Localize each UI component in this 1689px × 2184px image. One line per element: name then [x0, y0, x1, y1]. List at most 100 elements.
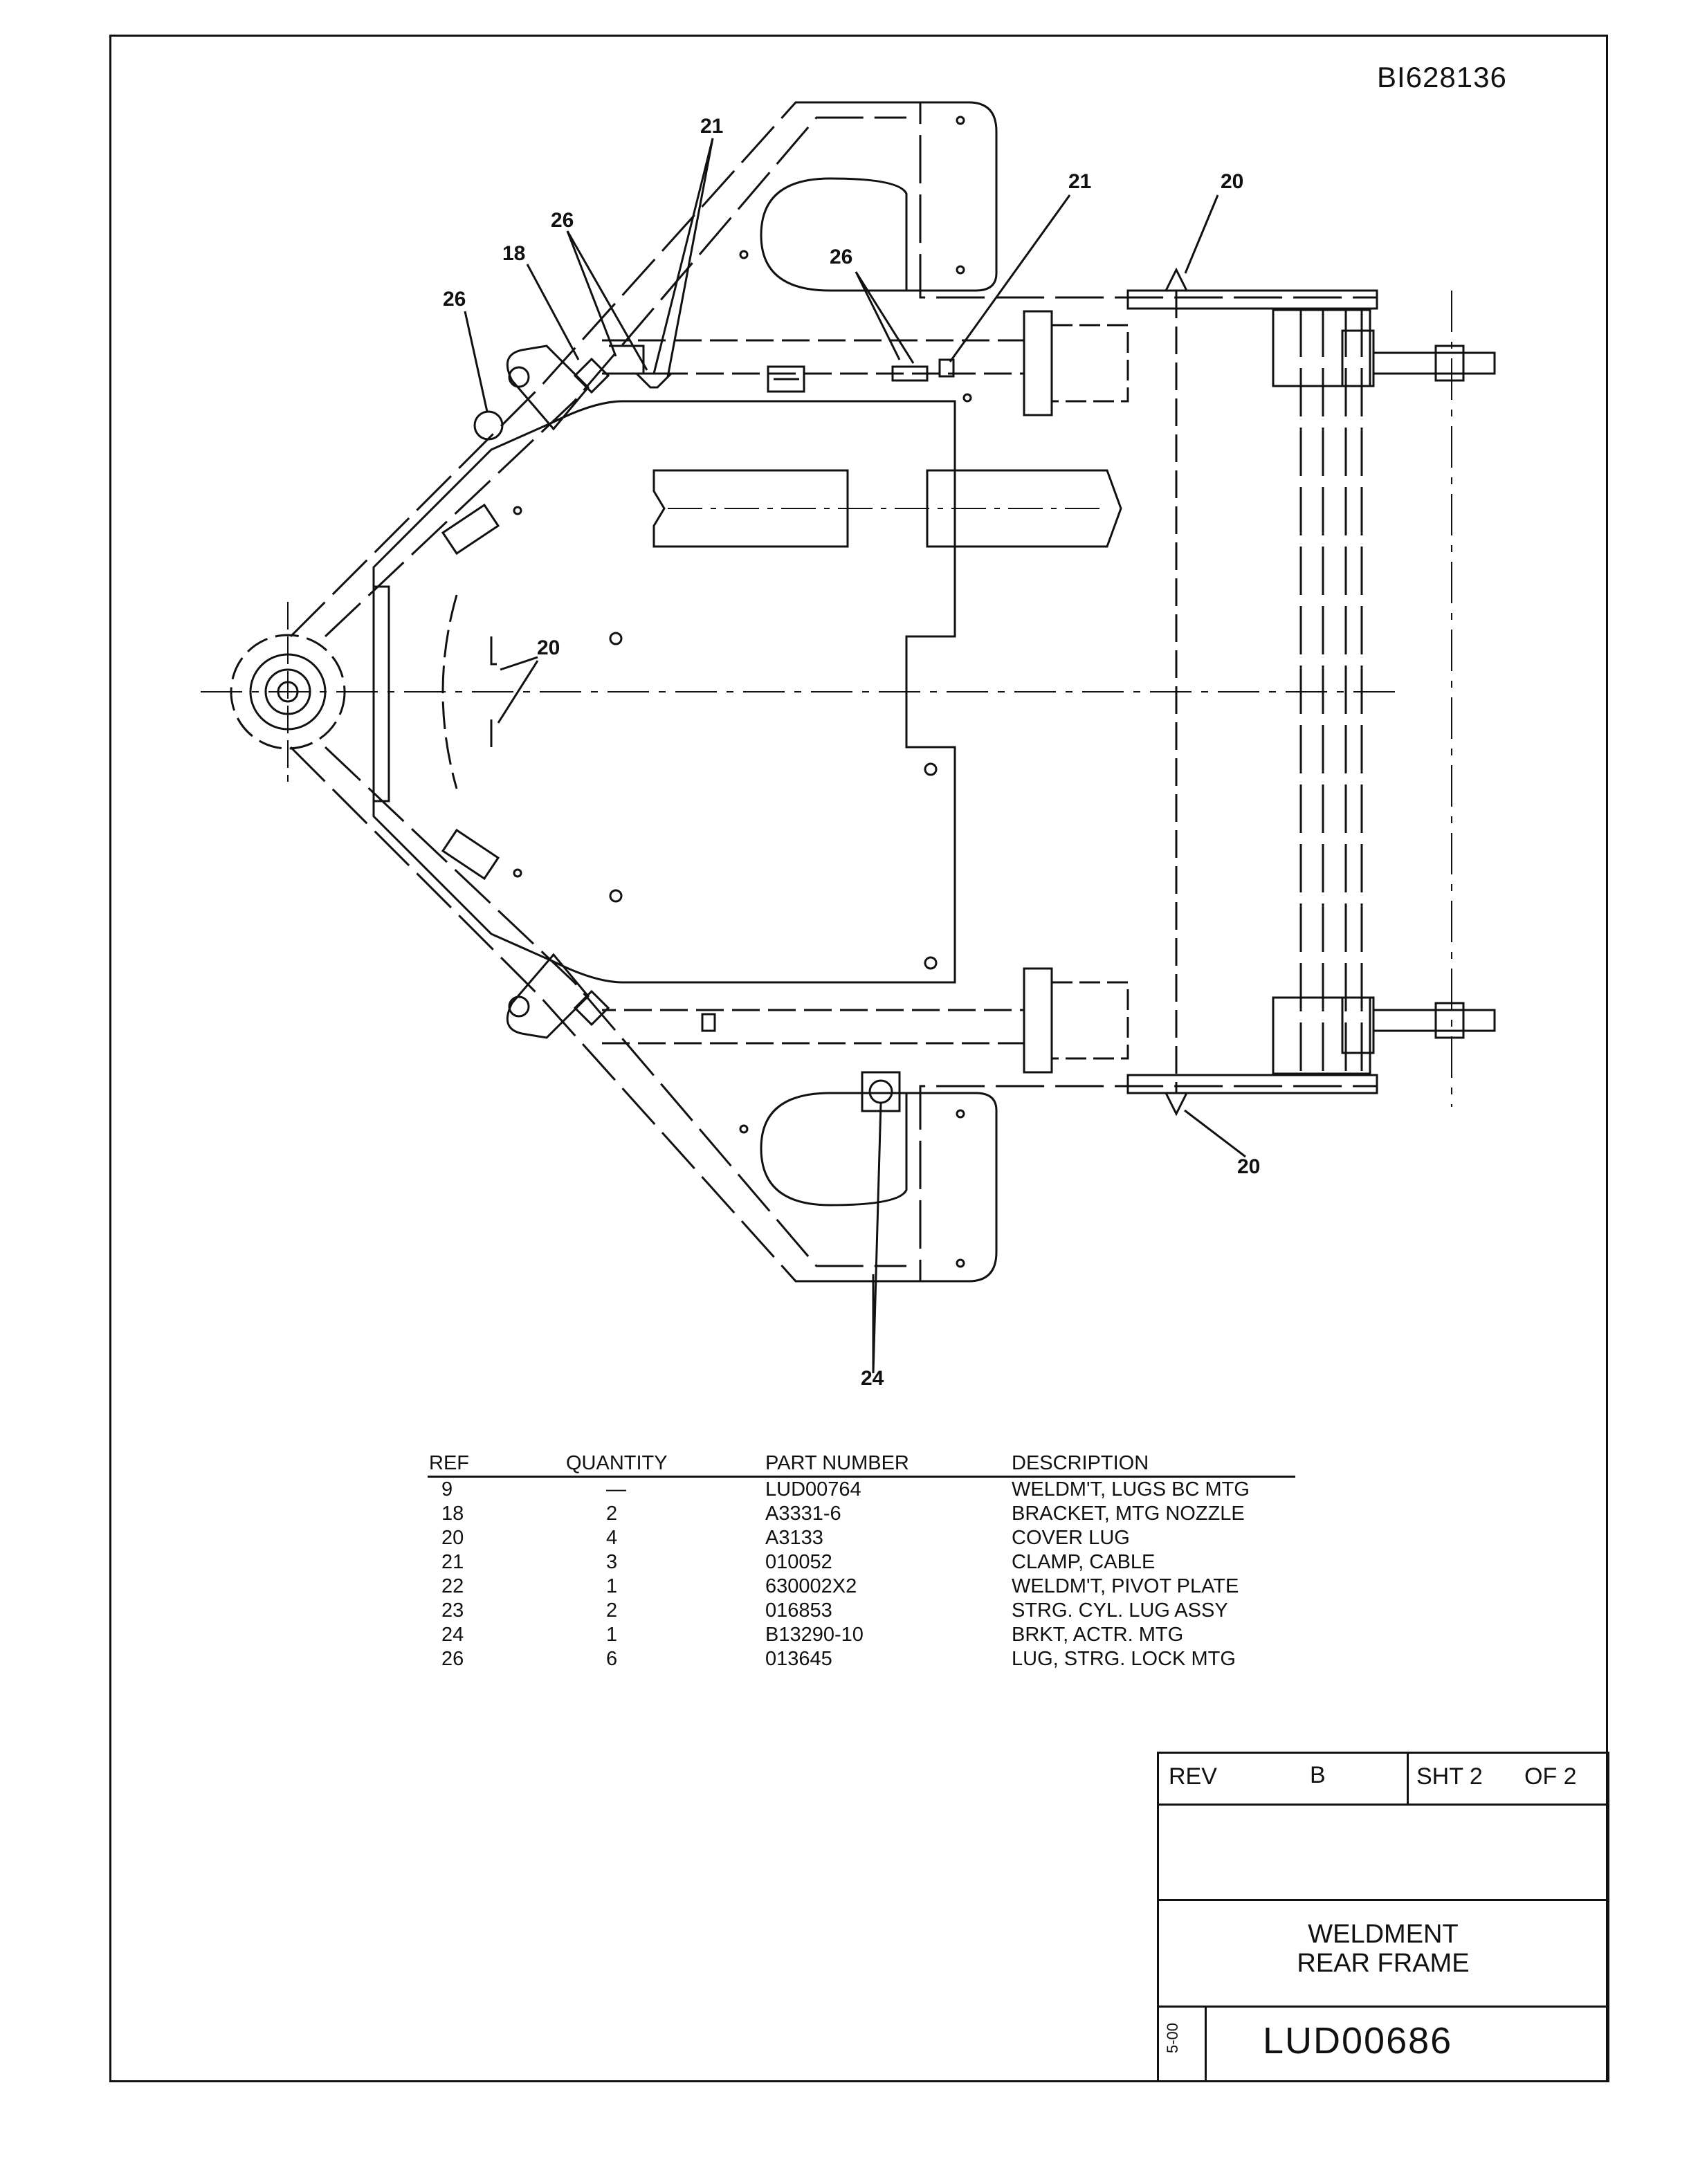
- cell-ref: 26: [441, 1648, 464, 1670]
- cell-description: COVER LUG: [1012, 1527, 1130, 1549]
- title-block-rev-row: REV B SHT 2 OF 2: [1159, 1754, 1607, 1806]
- cell-quantity: 2: [606, 1599, 618, 1622]
- cell-ref: 21: [441, 1551, 464, 1573]
- title-line-1: WELDMENT: [1308, 1920, 1459, 1949]
- nozzle-bracket-top: [573, 357, 610, 394]
- cell-quantity: 4: [606, 1527, 618, 1549]
- pivot-bore: [264, 668, 311, 715]
- table-row: 26 6 013645 LUG, STRG. LOCK MTG: [428, 1647, 1295, 1671]
- callout-20-bottom: 20: [1237, 1155, 1260, 1178]
- cell-part-number: 010052: [765, 1551, 832, 1573]
- lug-26-left: [473, 410, 504, 441]
- cell-description: WELDM'T, LUGS BC MTG: [1012, 1478, 1250, 1501]
- callout-20-center: 20: [537, 636, 560, 659]
- table-row: 20 4 A3133 COVER LUG: [428, 1526, 1295, 1550]
- callout-24: 24: [861, 1367, 884, 1390]
- callout-21-b: 21: [1068, 170, 1091, 193]
- date-divider: [1205, 2006, 1207, 2080]
- strg-lug-top: [506, 345, 590, 431]
- slot-right: [926, 469, 1122, 548]
- frame-outline-top-inner: [324, 116, 906, 638]
- cell-description: BRACKET, MTG NOZZLE: [1012, 1503, 1245, 1525]
- cell-description: WELDM'T, PIVOT PLATE: [1012, 1575, 1239, 1597]
- frame-outline-bottom-inner: [324, 746, 906, 1267]
- callout-26-a: 26: [551, 209, 574, 232]
- cell-part-number: 016853: [765, 1599, 832, 1622]
- cell-quantity: —: [606, 1478, 626, 1501]
- bottom-lug-plate: [760, 1092, 998, 1283]
- lock-lug-a: [609, 345, 645, 375]
- bottom-rail: [602, 1009, 1025, 1045]
- table-row: 23 2 016853 STRG. CYL. LUG ASSY: [428, 1599, 1295, 1623]
- table-row: 22 1 630002X2 WELDM'T, PIVOT PLATE: [428, 1575, 1295, 1599]
- cell-ref: 23: [441, 1599, 464, 1622]
- side-rail-left: [372, 585, 390, 802]
- cell-description: STRG. CYL. LUG ASSY: [1012, 1599, 1228, 1622]
- table-row: 24 1 B13290-10 BRKT, ACTR. MTG: [428, 1623, 1295, 1647]
- callout-18: 18: [502, 242, 525, 265]
- cover-lug-top: [1164, 267, 1189, 292]
- cell-part-number: LUD00764: [765, 1478, 861, 1501]
- drawing-title: WELDMENT REAR FRAME: [1159, 1920, 1607, 1978]
- title-block-number-row: 5-00 LUD00686: [1159, 2006, 1607, 2080]
- col-header-quantity: QUANTITY: [566, 1451, 765, 1478]
- cross-beam-top: [1126, 289, 1378, 310]
- cell-quantity: 3: [606, 1551, 618, 1573]
- pivot-plate-outline: [372, 400, 956, 984]
- parts-table-header: REF QUANTITY PART NUMBER DESCRIPTION: [428, 1451, 1295, 1478]
- rev-divider: [1407, 1754, 1409, 1804]
- parts-table: REF QUANTITY PART NUMBER DESCRIPTION 9 —…: [428, 1451, 1295, 1671]
- clamp-21: [938, 358, 955, 378]
- end-lug-top: [1272, 309, 1371, 387]
- strg-lug-bottom: [506, 953, 590, 1039]
- cell-quantity: 6: [606, 1648, 618, 1670]
- cell-ref: 24: [441, 1624, 464, 1646]
- title-block-blank-row: [1159, 1804, 1607, 1901]
- cell-ref: 9: [441, 1478, 453, 1501]
- pivot-hub: [277, 681, 299, 703]
- lock-lug-b: [634, 372, 674, 389]
- table-row: 21 3 010052 CLAMP, CABLE: [428, 1550, 1295, 1575]
- cell-part-number: A3133: [765, 1527, 823, 1549]
- cell-ref: 20: [441, 1527, 464, 1549]
- cell-part-number: 013645: [765, 1648, 832, 1670]
- callout-26-b: 26: [830, 246, 852, 268]
- frame-outline-bottom: [289, 746, 1377, 1283]
- end-pin-bottom: [1373, 1009, 1496, 1032]
- rev-value: B: [1310, 1762, 1326, 1788]
- callout-20-top: 20: [1221, 170, 1243, 193]
- cover-lug-bottom: [1164, 1092, 1189, 1117]
- pivot-plate-front: [441, 594, 458, 789]
- cross-beam-bottom: [1126, 1074, 1378, 1094]
- cylinder-top: [1023, 310, 1053, 416]
- cell-part-number: B13290-10: [765, 1624, 864, 1646]
- cell-quantity: 1: [606, 1624, 618, 1646]
- cell-description: LUG, STRG. LOCK MTG: [1012, 1648, 1236, 1670]
- callout-26-c: 26: [443, 288, 466, 311]
- cell-part-number: A3331-6: [765, 1503, 841, 1525]
- pivot-ring: [249, 653, 327, 731]
- cell-quantity: 1: [606, 1575, 618, 1597]
- sheet-of: OF 2: [1524, 1763, 1577, 1790]
- sheet-label: SHT 2: [1416, 1763, 1483, 1790]
- drawing-number: LUD00686: [1263, 2020, 1453, 2062]
- title-block: REV B SHT 2 OF 2 WELDMENT REAR FRAME 5-0…: [1157, 1752, 1609, 2082]
- date-code: 5-00: [1164, 2022, 1182, 2054]
- table-row: 18 2 A3331-6 BRACKET, MTG NOZZLE: [428, 1502, 1295, 1526]
- document-id: BI628136: [1377, 61, 1507, 93]
- slot-left: [652, 469, 849, 548]
- end-lug-bottom: [1272, 996, 1371, 1075]
- pivot-outer-ring: [230, 634, 346, 750]
- col-header-ref: REF: [428, 1451, 566, 1478]
- cell-description: CLAMP, CABLE: [1012, 1551, 1156, 1573]
- cylinder-bottom: [1023, 967, 1053, 1074]
- drawing-sheet-border: [109, 35, 1608, 2082]
- table-row: 9 — LUD00764 WELDM'T, LUGS BC MTG: [428, 1477, 1295, 1503]
- title-line-2: REAR FRAME: [1297, 1949, 1470, 1978]
- rev-label: REV: [1169, 1763, 1217, 1790]
- cell-ref: 22: [441, 1575, 464, 1597]
- cell-quantity: 2: [606, 1503, 618, 1525]
- cell-description: BRKT, ACTR. MTG: [1012, 1624, 1184, 1646]
- end-pin-top: [1373, 351, 1496, 375]
- col-header-description: DESCRIPTION: [1012, 1451, 1295, 1478]
